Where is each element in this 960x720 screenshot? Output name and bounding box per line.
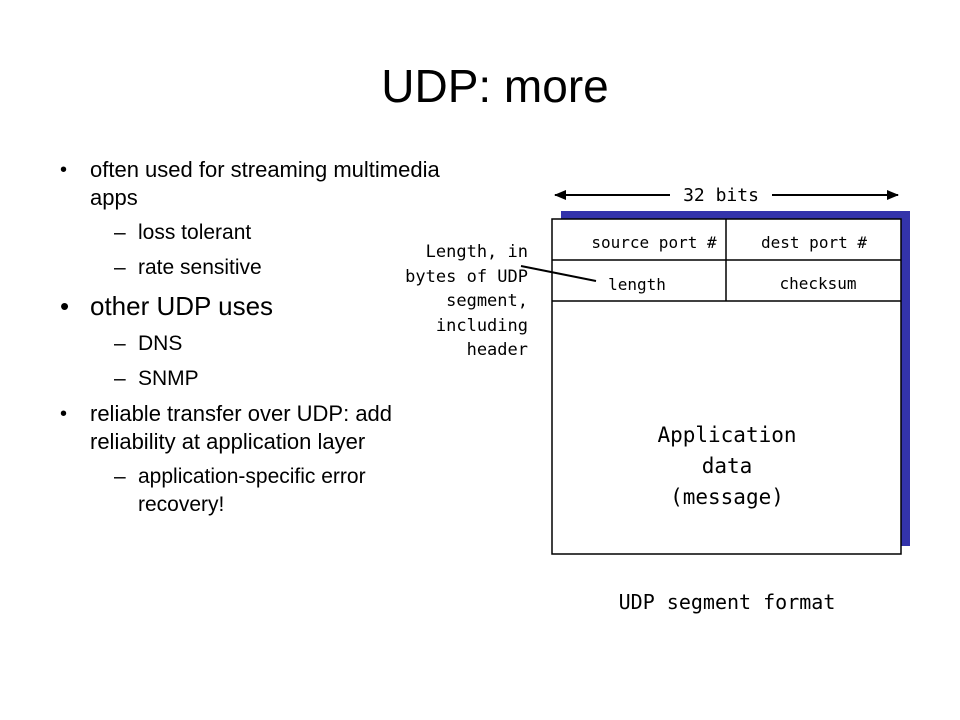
length-annotation-line: bytes of UDP — [405, 266, 528, 287]
slide-title: UDP: more — [381, 60, 609, 112]
application-data-label: Application data (message) — [552, 420, 902, 513]
sub-bullet-item: – loss tolerant — [60, 219, 440, 247]
length-annotation-line: segment, — [446, 291, 528, 311]
app-data-line: (message) — [670, 485, 784, 509]
sub-bullet-item: – rate sensitive — [60, 254, 440, 282]
dash-icon: – — [114, 221, 126, 244]
dash-icon: – — [114, 465, 126, 488]
bullet-list: • often used for streaming multimedia ap… — [60, 156, 440, 526]
sub-bullet-text: DNS — [138, 332, 183, 355]
dash-icon: – — [114, 332, 126, 355]
width-label: 32 bits — [683, 185, 759, 206]
bullet-dot-icon: • — [60, 291, 70, 321]
length-annotation-line: header — [466, 340, 528, 360]
source-port-field: source port # — [591, 233, 717, 252]
sub-bullet-item: – SNMP — [60, 365, 440, 393]
sub-bullet-text: loss tolerant — [138, 221, 252, 244]
sub-bullet-item: – application-specific error recovery! — [60, 463, 440, 519]
length-annotation-line: including — [435, 315, 528, 336]
bullet-dot-icon: • — [60, 159, 68, 181]
app-data-line: Application — [657, 423, 797, 447]
length-field: length — [608, 275, 666, 294]
sub-bullet-text: application-specific error recovery! — [138, 465, 366, 516]
bullet-dot-icon: • — [60, 403, 68, 425]
dash-icon: – — [114, 367, 126, 390]
sub-bullet-text: rate sensitive — [138, 256, 262, 279]
checksum-field: checksum — [779, 274, 856, 293]
sub-bullet-item: – DNS — [60, 330, 440, 358]
length-pointer-line — [520, 265, 597, 282]
diagram-caption: UDP segment format — [618, 590, 836, 614]
sub-bullet-text: SNMP — [138, 367, 199, 390]
app-data-line: data — [701, 454, 753, 478]
dest-port-field: dest port # — [761, 233, 867, 252]
length-annotation: Length, in bytes of UDP segment, includi… — [360, 240, 528, 363]
bullet-text: other UDP uses — [90, 291, 274, 321]
bullet-text: often used for streaming multimedia apps — [90, 157, 440, 210]
bullet-item: • often used for streaming multimedia ap… — [60, 156, 440, 212]
length-annotation-line: Length, in — [425, 242, 528, 262]
bullet-item: • other UDP uses — [60, 289, 440, 323]
dash-icon: – — [114, 256, 126, 279]
bullet-item: • reliable transfer over UDP: add reliab… — [60, 400, 440, 456]
bullet-text: reliable transfer over UDP: add reliabil… — [90, 401, 393, 454]
